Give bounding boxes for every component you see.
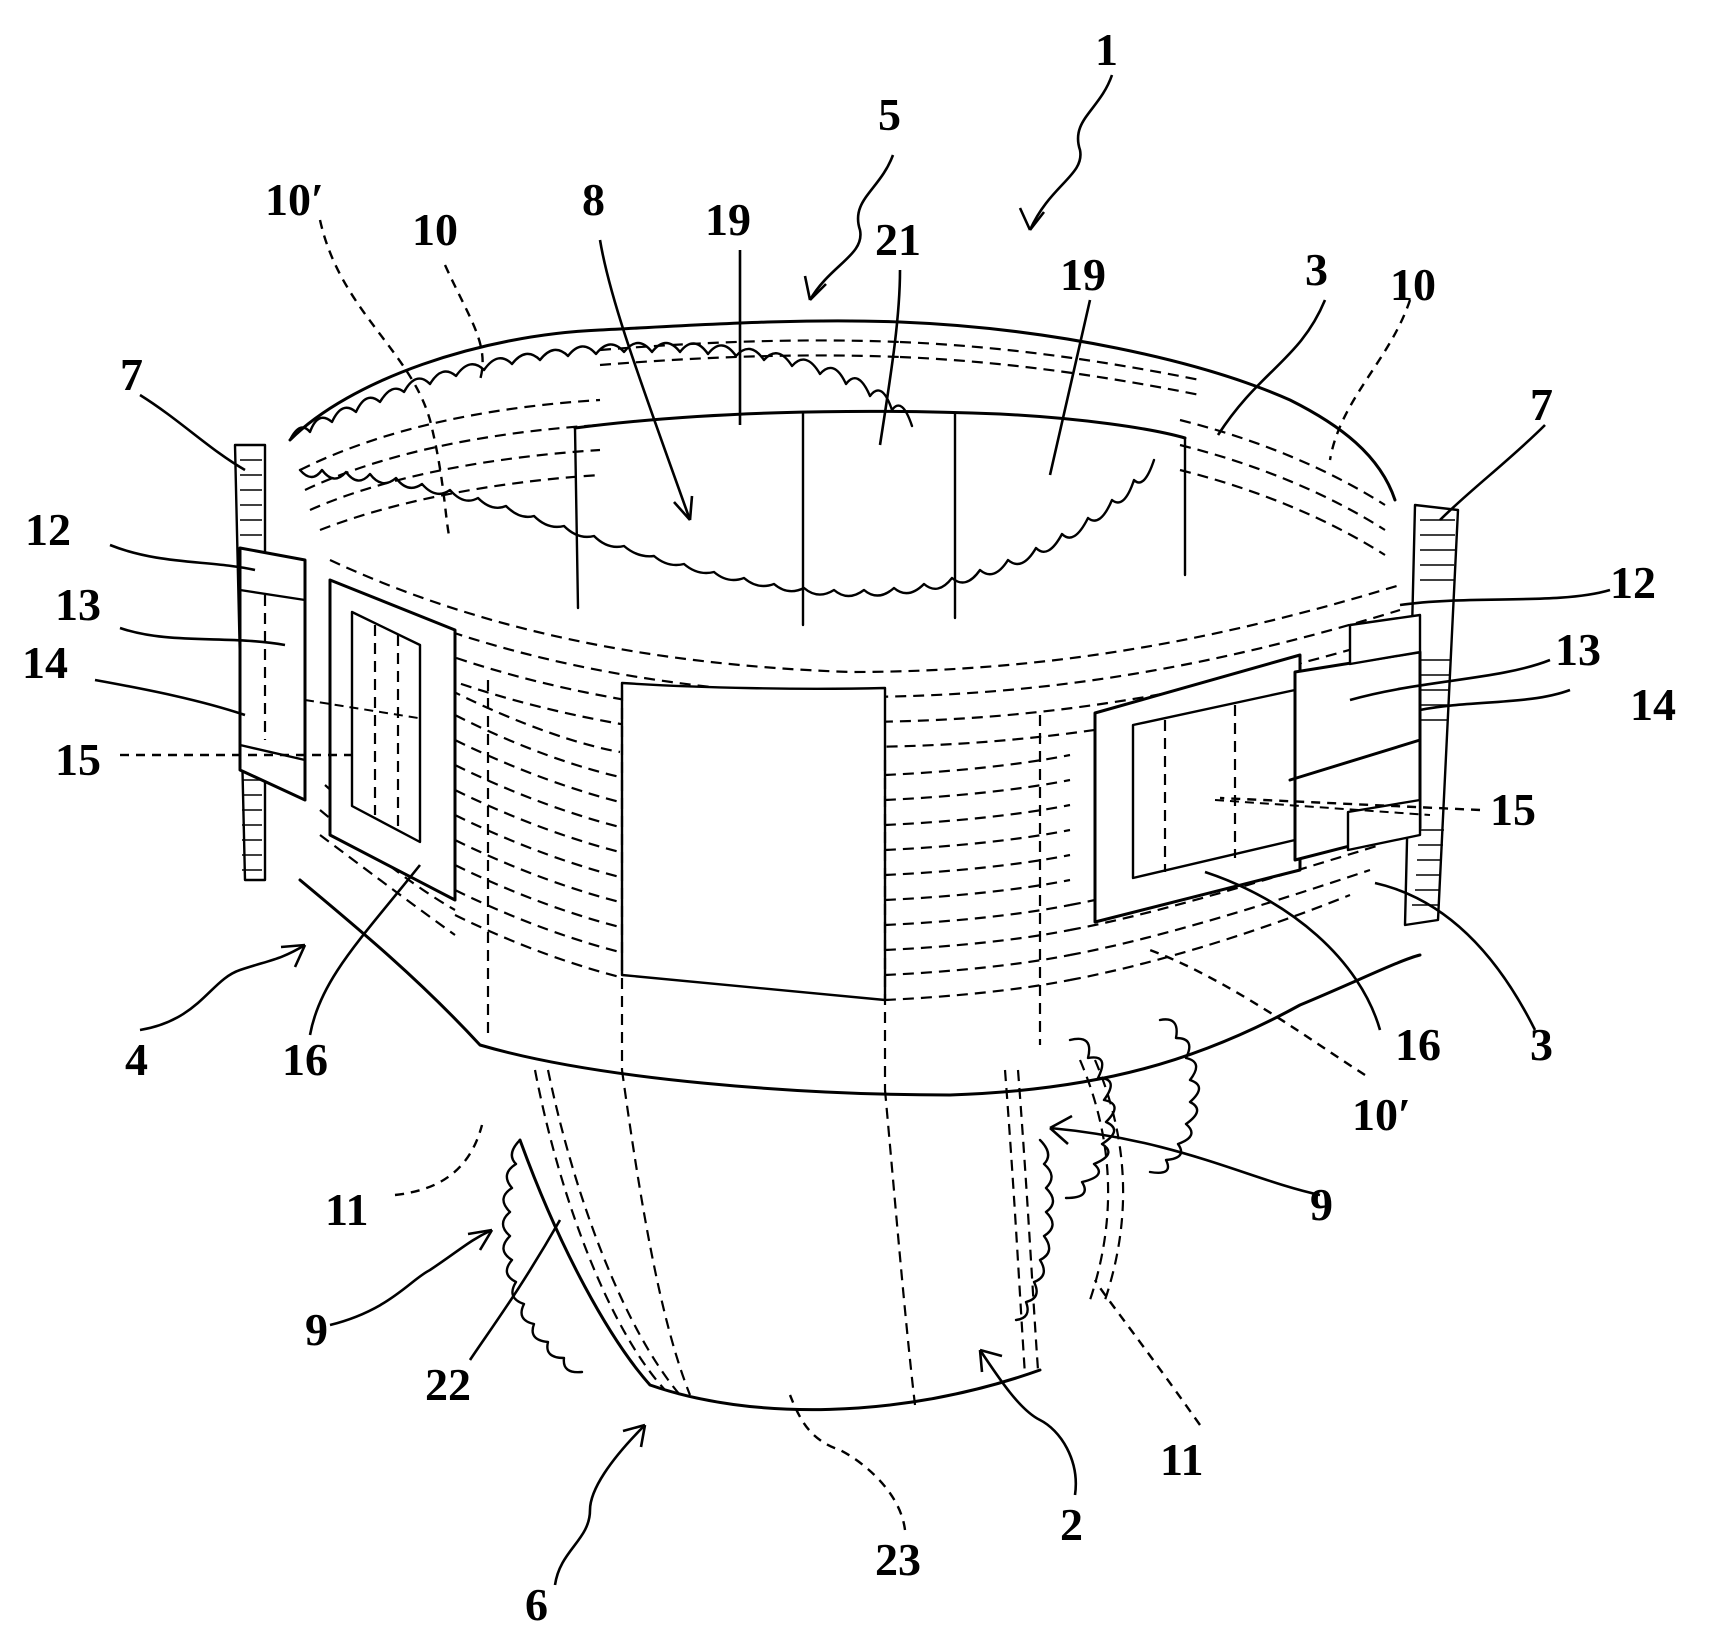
label-16-left: 16 [282, 1034, 328, 1085]
left-fastening-tab [240, 548, 305, 800]
label-7-left: 7 [120, 349, 143, 400]
label-12-right: 12 [1610, 557, 1656, 608]
label-15-left: 15 [55, 734, 101, 785]
label-6: 6 [525, 1579, 548, 1630]
label-2: 2 [1060, 1499, 1083, 1550]
label-8: 8 [582, 174, 605, 225]
label-15-right: 15 [1490, 784, 1536, 835]
right-landing-zone [1095, 655, 1300, 922]
label-13-right: 13 [1555, 624, 1601, 675]
label-22: 22 [425, 1359, 471, 1410]
label-21: 21 [875, 214, 921, 265]
label-9-right: 9 [1310, 1179, 1333, 1230]
waist-ruffle-front [300, 460, 1154, 596]
label-14-right: 14 [1630, 679, 1676, 730]
label-23: 23 [875, 1534, 921, 1585]
label-10-right: 10 [1390, 259, 1436, 310]
left-landing-zone [305, 580, 455, 900]
label-19-right: 19 [1060, 249, 1106, 300]
label-10p-left: 10′ [265, 174, 324, 225]
crotch-region [503, 1019, 1199, 1409]
label-3-right: 3 [1530, 1019, 1553, 1070]
label-11-right: 11 [1160, 1434, 1203, 1485]
label-10p-right: 10′ [1352, 1089, 1411, 1140]
label-13-left: 13 [55, 579, 101, 630]
label-12-left: 12 [25, 504, 71, 555]
label-4: 4 [125, 1034, 148, 1085]
label-7-right: 7 [1530, 379, 1553, 430]
absorbent-panel-front [622, 683, 885, 1090]
label-10-left: 10 [412, 204, 458, 255]
label-14-left: 14 [22, 637, 68, 688]
label-16-right: 16 [1395, 1019, 1441, 1070]
label-19-left: 19 [705, 194, 751, 245]
label-5: 5 [878, 89, 901, 140]
label-1: 1 [1095, 24, 1118, 75]
back-elastic-lines [300, 340, 1385, 555]
label-3-top: 3 [1305, 244, 1328, 295]
label-9-left: 9 [305, 1304, 328, 1355]
label-11-left: 11 [325, 1184, 368, 1235]
